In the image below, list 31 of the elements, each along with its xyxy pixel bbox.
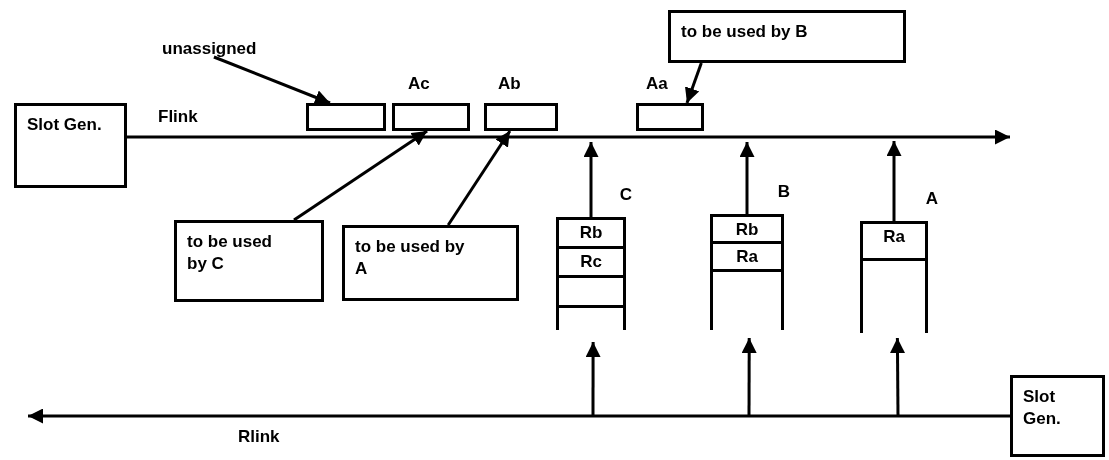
arrow (741, 338, 757, 416)
arrow (585, 342, 601, 416)
queue-entry: Rc (559, 249, 623, 278)
callout-box: to be used by A (342, 225, 519, 301)
slot-label: Ac (408, 75, 430, 92)
queue-entry: Rb (559, 220, 623, 249)
annotation-text: unassigned (162, 40, 257, 57)
edge-label: Flink (156, 108, 200, 125)
arrow (583, 142, 599, 217)
callout-box: to be used by B (668, 10, 906, 63)
station-label: B (777, 183, 790, 200)
arrow (886, 141, 902, 221)
edge-label: Rlink (236, 428, 282, 445)
callout-box: to be used by C (174, 220, 324, 302)
arrow (293, 129, 428, 222)
queue-entry: Ra (713, 244, 781, 272)
queue-entry: Ra (863, 224, 925, 261)
generator-box: Slot Gen. (1010, 375, 1105, 457)
bus-line (28, 408, 1010, 424)
queue-entry: Rb (713, 217, 781, 244)
station-label: A (925, 190, 938, 207)
arrow (213, 55, 331, 105)
slot-label: Aa (646, 75, 668, 92)
arrow (685, 62, 703, 104)
arrow (739, 142, 755, 214)
arrow (446, 130, 512, 226)
arrow (890, 338, 905, 416)
slot-label: Ab (498, 75, 521, 92)
station-label: C (619, 186, 632, 203)
bus-line (127, 129, 1010, 145)
generator-box: Slot Gen. (14, 103, 127, 188)
